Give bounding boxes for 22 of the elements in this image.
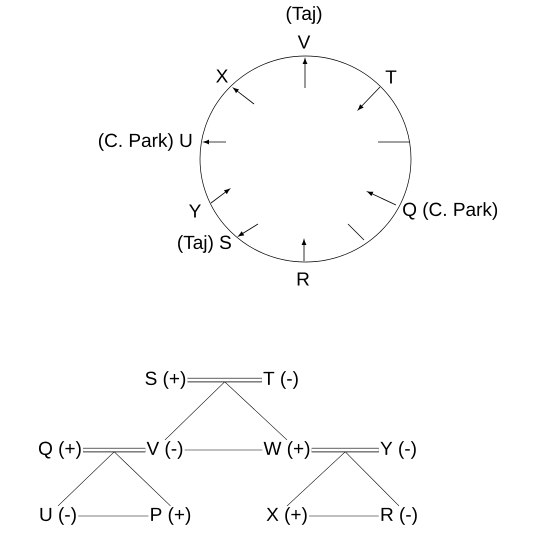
person-label: P (+) [151,507,190,525]
person-label: S (+) [146,371,186,389]
person-label: W (+) [264,441,310,459]
person-label: X (+) [266,507,307,525]
person-label: Y (-) [380,441,416,459]
seat-label: V [298,35,310,49]
seat-label: R [298,272,309,286]
double-line [83,448,146,452]
double-line [188,378,262,382]
seat-label: (Taj) S [178,235,231,253]
seat-label: Y [189,204,201,218]
person-label: Q (+) [39,441,81,459]
person-label: U (-) [40,507,76,525]
person-label: V (-) [146,441,182,459]
double-line [312,448,379,452]
person-label: R (-) [382,507,417,525]
seat-label: Q (C. Park) [403,202,498,220]
seat-label: (C. Park) U [98,133,192,151]
seat-label: X [216,69,228,83]
person-label: T (-) [264,371,298,389]
seat-label: T [386,70,396,84]
seat-label: (Taj) [286,6,322,24]
